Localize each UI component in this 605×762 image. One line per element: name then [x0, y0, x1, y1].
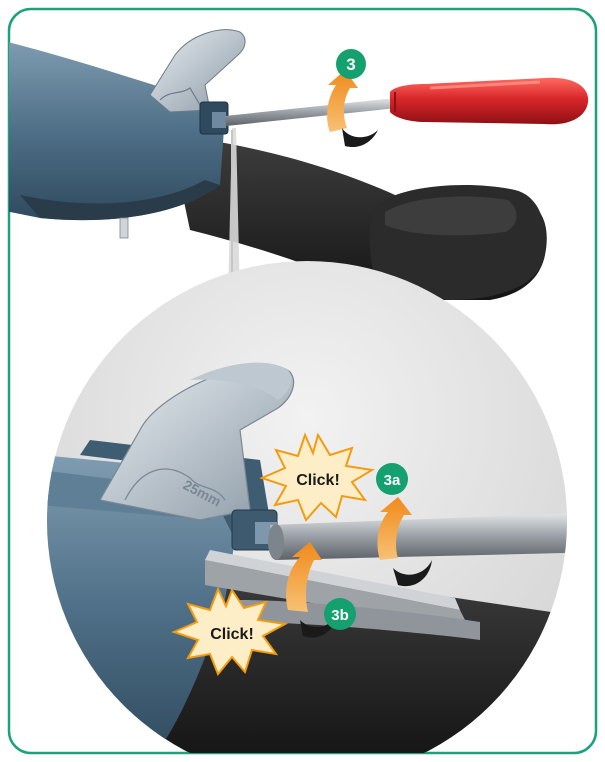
step-badge-3a-label: 3a — [384, 472, 401, 489]
blade-top — [149, 29, 246, 113]
step-badge-3b: 3b — [324, 598, 356, 630]
overview-illustration: 3 — [9, 29, 589, 300]
click-burst-icon-lower: Click! — [171, 586, 289, 676]
screwdriver-shaft-detail — [270, 512, 567, 560]
tool-body — [9, 40, 225, 221]
rotation-arrow-icon-b — [286, 542, 338, 638]
screwdriver-shaft-top — [225, 98, 397, 126]
blade-detail: 25mm — [99, 362, 295, 521]
rotation-arrow-icon — [327, 70, 378, 148]
step-badge-3-label: 3 — [346, 55, 355, 74]
step-badge-3a: 3a — [376, 463, 408, 495]
click-label-upper: Click! — [296, 472, 340, 489]
screwdriver-icon — [390, 77, 589, 125]
step-badge-3b-label: 3b — [331, 607, 349, 624]
rotation-arrow-icon-a — [377, 497, 432, 587]
step-badge-3: 3 — [336, 49, 366, 79]
click-burst-icon-upper: Click! — [259, 432, 375, 522]
click-label-lower: Click! — [210, 626, 254, 643]
